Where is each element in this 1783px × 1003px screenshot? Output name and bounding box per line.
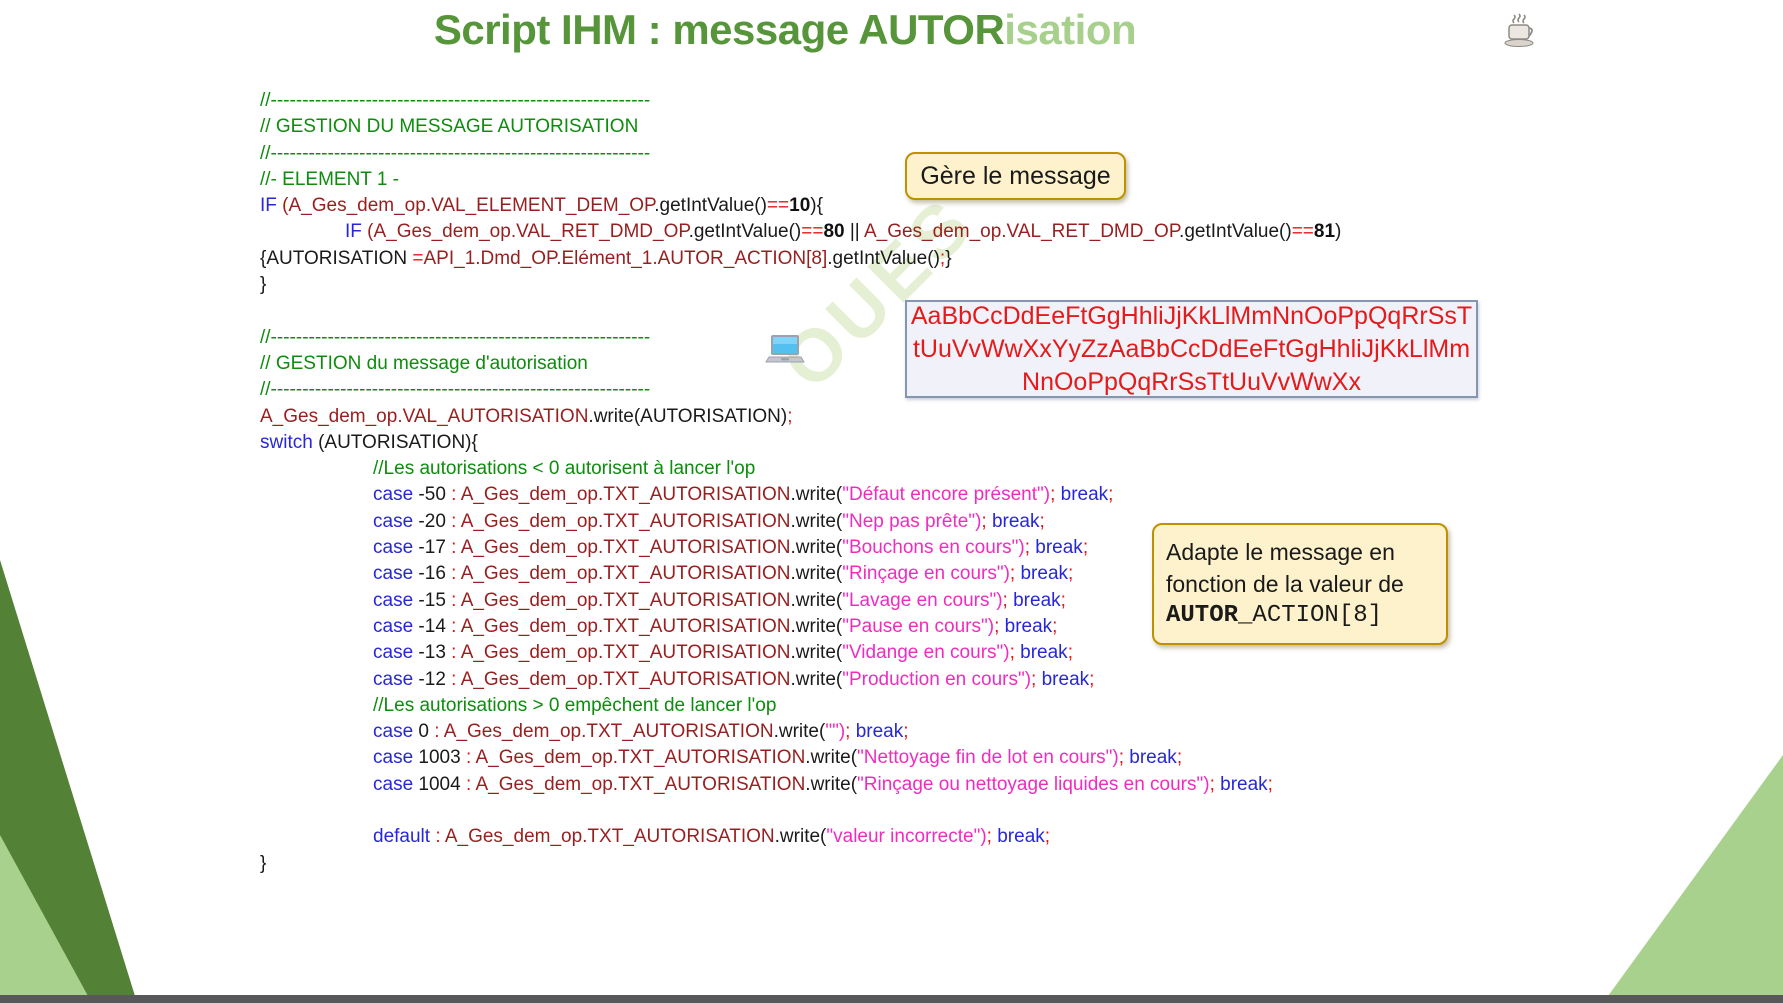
code-line: //--------------------------------------… <box>260 90 651 111</box>
laptop-icon <box>765 333 805 372</box>
code-line: {AUTORISATION =API_1.Dmd_OP.Elément_1.AU… <box>260 247 952 269</box>
code-line: // GESTION DU MESSAGE AUTORISATION <box>260 116 639 138</box>
page-title: Script IHM : message AUTORisation <box>0 6 1570 54</box>
bottom-left-dark-triangle <box>0 560 135 996</box>
code-line: case -13 : A_Ges_dem_op.TXT_AUTORISATION… <box>373 642 1073 664</box>
code-line: //--------------------------------------… <box>260 379 651 401</box>
code-line <box>260 798 1660 824</box>
callout-gere-text: Gère le message <box>920 161 1111 190</box>
code-line: case -15 : A_Ges_dem_op.TXT_AUTORISATION… <box>373 589 1066 611</box>
code-line: // GESTION du message d'autorisation <box>260 352 588 374</box>
alphabet-line: NnOoPpQqRrSsTtUuVvWwXx <box>1022 367 1361 396</box>
bottom-left-light-triangle <box>0 835 88 996</box>
code-line: case 0 : A_Ges_dem_op.TXT_AUTORISATION.w… <box>373 721 909 743</box>
coffee-cup-icon <box>1502 12 1538 55</box>
title-suffix: isation <box>1004 6 1137 53</box>
code-line: case -17 : A_Ges_dem_op.TXT_AUTORISATION… <box>373 537 1089 559</box>
callout-adapte-message: Adapte le message en fonction de la vale… <box>1152 523 1448 645</box>
bottom-bar <box>0 995 1783 1003</box>
code-line: case -16 : A_Ges_dem_op.TXT_AUTORISATION… <box>373 563 1074 585</box>
code-line: //- ELEMENT 1 - <box>260 168 400 190</box>
code-line: switch (AUTORISATION){ <box>260 431 478 453</box>
code-line: case 1004 : A_Ges_dem_op.TXT_AUTORISATIO… <box>373 773 1273 795</box>
code-block: //--------------------------------------… <box>260 88 1660 877</box>
callout-adapte-code: AUTOR_ACTION[8] <box>1166 600 1434 632</box>
code-line: case -50 : A_Ges_dem_op.TXT_AUTORISATION… <box>373 484 1114 506</box>
code-line: case -12 : A_Ges_dem_op.TXT_AUTORISATION… <box>373 668 1095 690</box>
code-line: case -20 : A_Ges_dem_op.TXT_AUTORISATION… <box>373 510 1045 532</box>
code-line: //Les autorisations < 0 autorisent à lan… <box>373 458 756 480</box>
alphabet-sample-box: AaBbCcDdEeFtGgHhliJjKkLlMmNnOoPpQqRrSsT … <box>905 300 1478 398</box>
code-line: //--------------------------------------… <box>260 326 651 348</box>
code-line: IF (A_Ges_dem_op.VAL_RET_DMD_OP.getIntVa… <box>345 221 1342 243</box>
callout-gere-message: Gère le message <box>905 152 1126 200</box>
alphabet-line: tUuVvWwXxYyZzAaBbCcDdEeFtGgHhliJjKkLlMm <box>912 334 1471 363</box>
code-line: //Les autorisations > 0 empêchent de lan… <box>373 694 777 716</box>
code-line: IF (A_Ges_dem_op.VAL_ELEMENT_DEM_OP.getI… <box>260 195 823 217</box>
callout-adapte-code-bold: AUTOR <box>1166 602 1239 629</box>
code-line: case 1003 : A_Ges_dem_op.TXT_AUTORISATIO… <box>373 747 1183 769</box>
alphabet-line: AaBbCcDdEeFtGgHhliJjKkLlMmNnOoPpQqRrSsT <box>910 301 1473 330</box>
code-line: //--------------------------------------… <box>260 142 651 164</box>
callout-adapte-line1: Adapte le message en <box>1166 539 1395 565</box>
callout-adapte-code-rest: _ACTION[8] <box>1238 602 1383 629</box>
code-line: case -14 : A_Ges_dem_op.TXT_AUTORISATION… <box>373 615 1058 637</box>
bottom-right-light-triangle <box>1608 755 1783 996</box>
code-line: default : A_Ges_dem_op.TXT_AUTORISATION.… <box>373 826 1051 848</box>
title-main: Script IHM : message AUTOR <box>433 6 1005 53</box>
code-line: } <box>260 852 267 874</box>
code-line: } <box>260 274 267 296</box>
callout-adapte-line2: fonction de la valeur de <box>1166 571 1404 597</box>
code-line: A_Ges_dem_op.VAL_AUTORISATION.write(AUTO… <box>260 405 793 427</box>
